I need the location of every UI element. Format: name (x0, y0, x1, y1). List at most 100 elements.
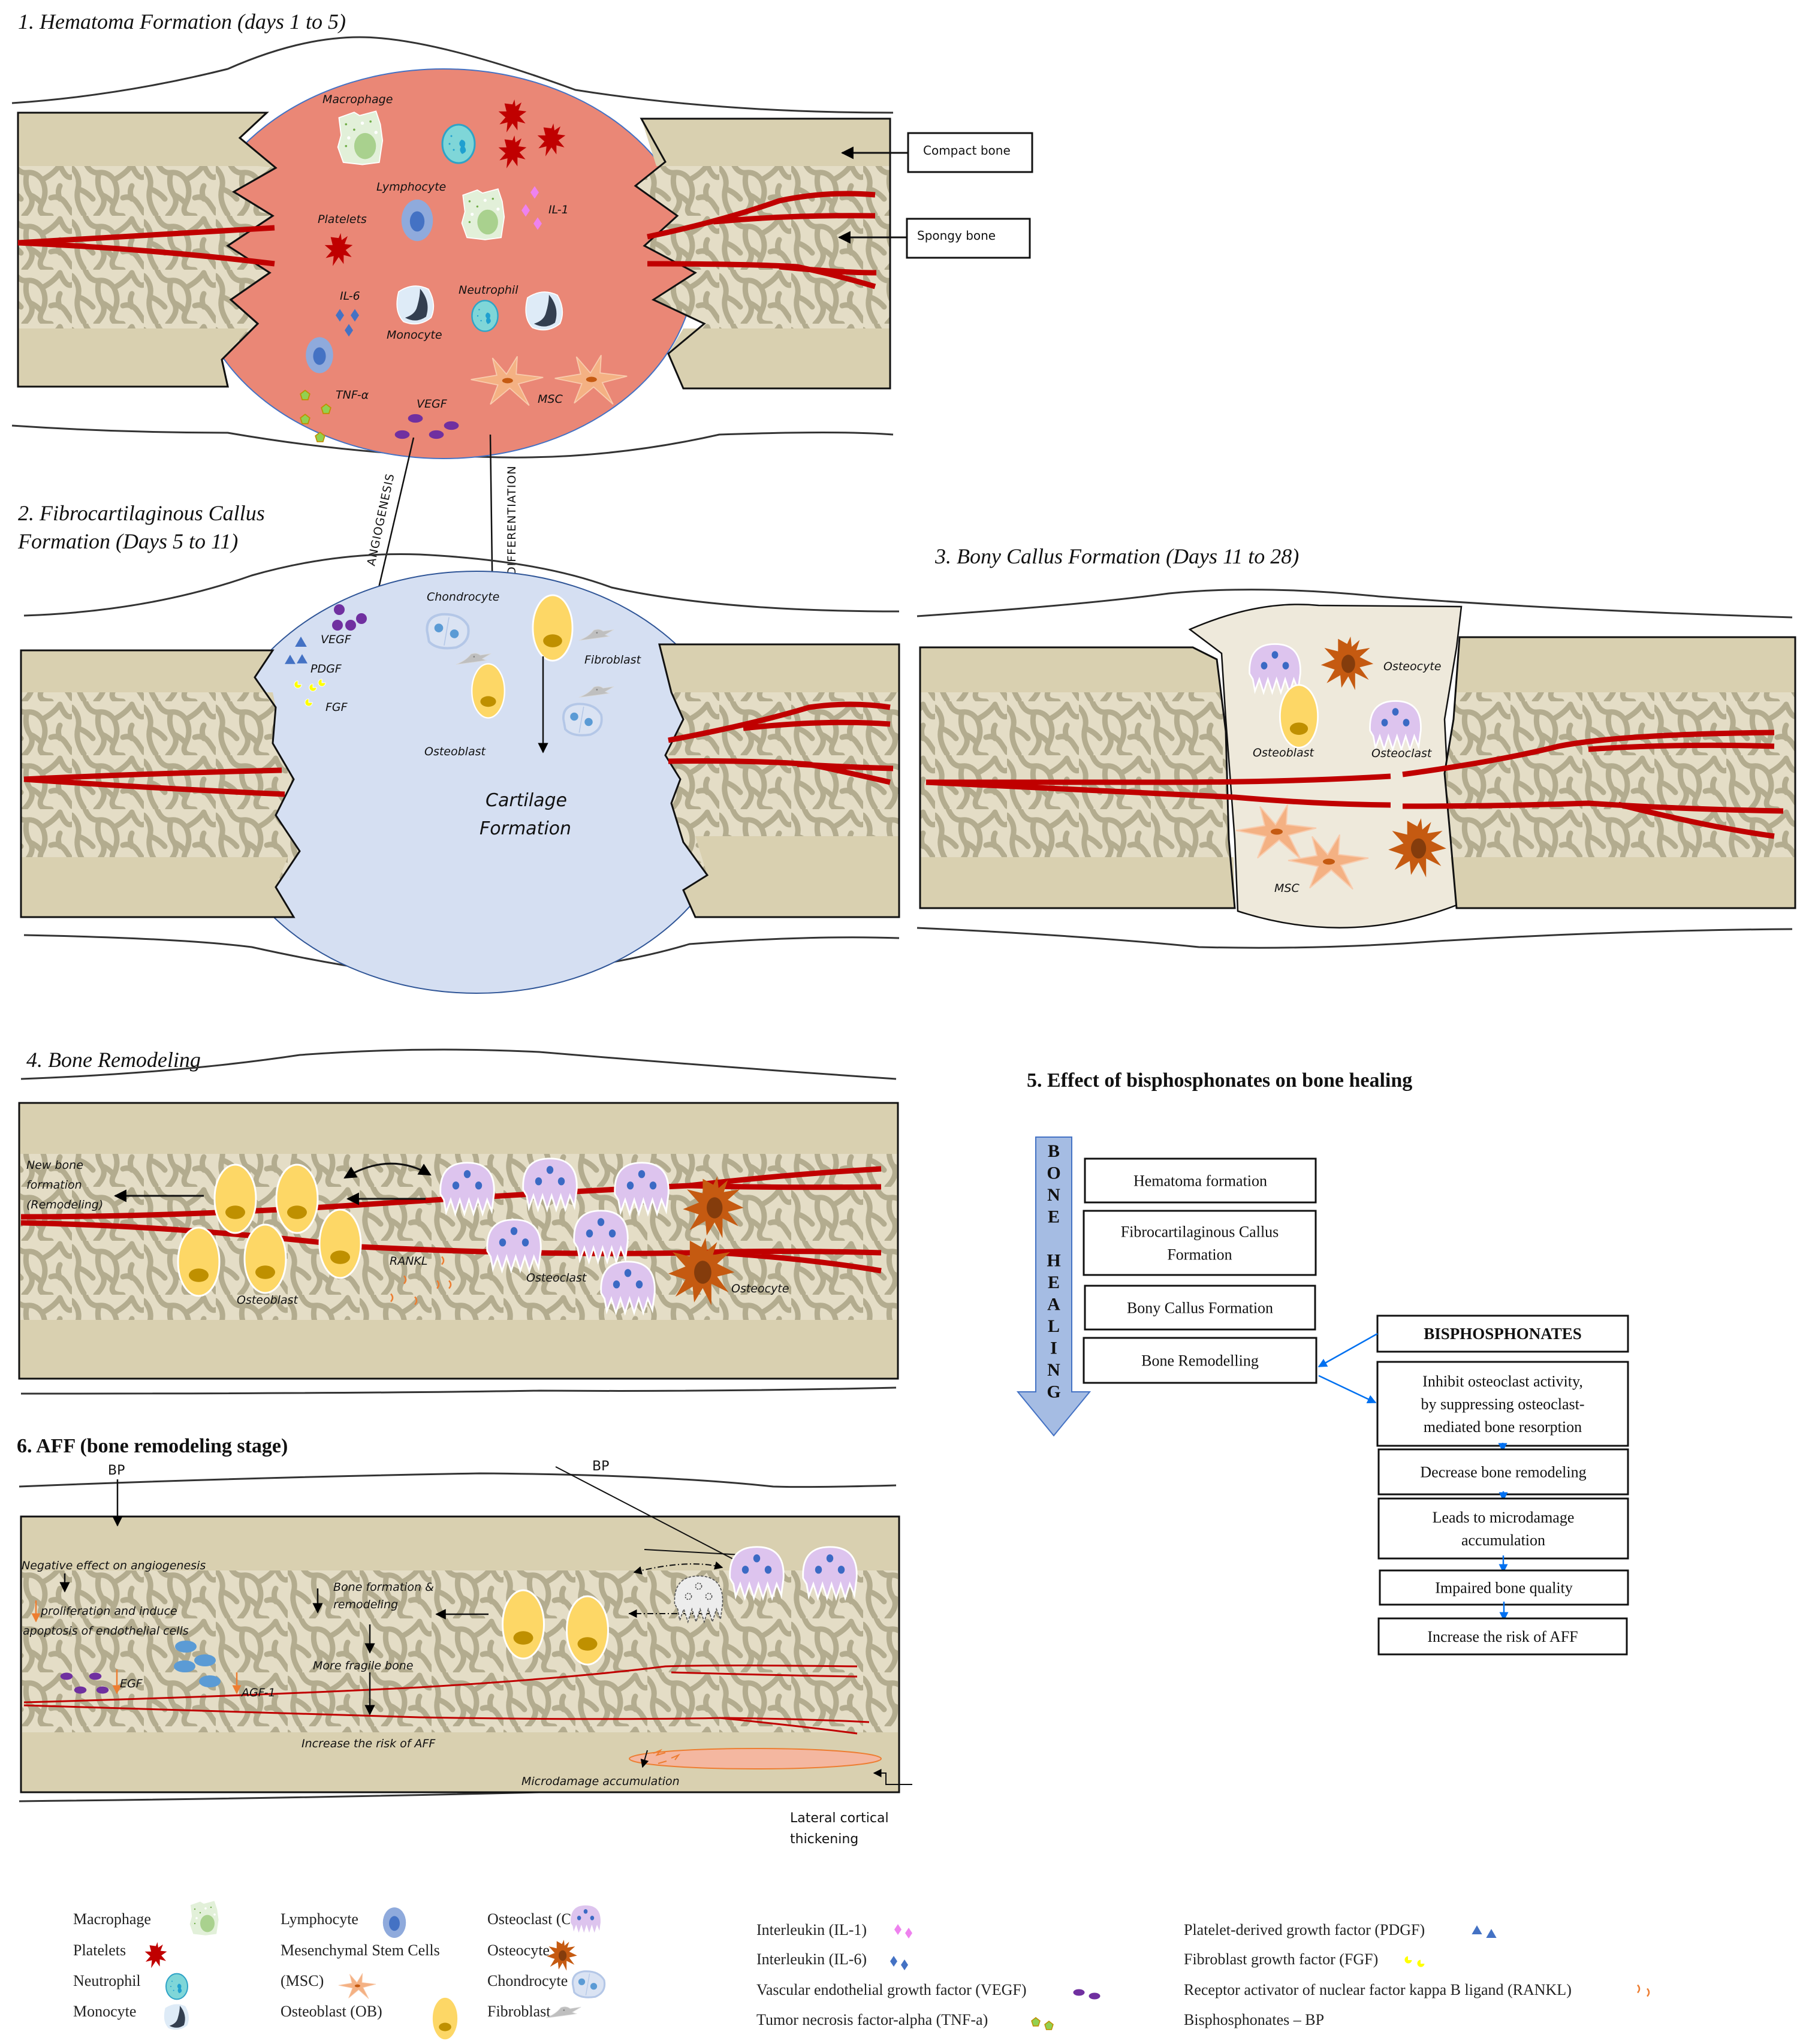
label-bone-formation-2: remodeling (333, 1598, 398, 1611)
spongy-bone (22, 1570, 898, 1732)
osteocyte-icon (547, 1940, 577, 1971)
blood-vessel (647, 191, 877, 290)
il1-icon (894, 1924, 902, 1935)
legend-factors: Interleukin (IL-1)Interleukin (IL-6)Vasc… (756, 1921, 1650, 2030)
blood-vessel (925, 729, 1784, 839)
legend-item: Platelets (73, 1942, 167, 1968)
soft-tissue-outline-bottom (916, 927, 1793, 949)
healing-stage-label: Bony Callus Formation (1127, 1300, 1273, 1317)
bone-healing-letter: G (1047, 1382, 1060, 1402)
legend-item: Lymphocyte (281, 1907, 406, 1938)
soft-tissue-outline-top (916, 589, 1793, 619)
soft-tissue-outline-top (19, 1472, 897, 1488)
vegf-icon (429, 430, 444, 439)
bisphosphonate-effect-boxes: Inhibit osteoclast activity,by suppressi… (1376, 1361, 1629, 1656)
legend-label: Fibroblast growth factor (FGF) (1184, 1950, 1378, 1968)
vegf-icon (96, 1686, 109, 1694)
legend-label: Lymphocyte (281, 1910, 358, 1928)
right-bone (1445, 637, 1795, 908)
legend-label: Platelets (73, 1942, 126, 1959)
label-osteoblast: Osteoblast (237, 1294, 299, 1307)
healing-stage-label: Formation (1167, 1246, 1232, 1264)
left-bone-fragment (21, 650, 300, 917)
legend-item: Monocyte (73, 2003, 190, 2031)
vegf-icon (356, 613, 367, 624)
label-msc: MSC (1274, 882, 1300, 895)
legend-item: Fibroblast growth factor (FGF) (1184, 1950, 1425, 1968)
callout-compact-bone: Compact bone (840, 132, 1033, 173)
label-egf: EGF (120, 1677, 143, 1690)
label-monocyte: Monocyte (387, 328, 442, 342)
label-bone-formation-1: Bone formation & (333, 1581, 434, 1594)
vegf-icon (408, 414, 423, 423)
bone-healing-letter: O (1047, 1163, 1060, 1183)
label-cartilage-line1: Cartilage (486, 790, 567, 811)
rankl-icon (1646, 1988, 1650, 1997)
bp-right-label: BP (592, 1459, 609, 1474)
legend-item: Platelet-derived growth factor (PDGF) (1184, 1921, 1497, 1939)
legend-item: Macrophage (73, 1900, 219, 1937)
macrophage-icon (337, 110, 384, 165)
lymphocyte-icon (401, 199, 433, 242)
vegf-icon (444, 421, 459, 430)
callout-spongy-bone: Spongy bone (837, 218, 1031, 259)
callout-spongy-label: Spongy bone (917, 228, 996, 243)
panel1-title: 1. Hematoma Formation (days 1 to 5) (18, 10, 346, 34)
lateral-thickening-arrow (873, 1769, 912, 1785)
bp-effect-label: Inhibit osteoclast activity, (1422, 1373, 1583, 1390)
label-lateral-1: Lateral cortical (790, 1811, 889, 1826)
legend-label: Interleukin (IL-6) (756, 1950, 867, 1968)
legend-item: (MSC) (281, 1972, 376, 1999)
vegf-icon (89, 1672, 102, 1680)
il1-icon (905, 1928, 912, 1939)
label-new-bone-1: New bone (26, 1159, 83, 1172)
label-new-bone-3: (Remodeling) (26, 1198, 103, 1211)
osteoblast-icon (1279, 683, 1319, 749)
chondrocyte-icon (562, 703, 603, 737)
bone-healing-arrow (1016, 1136, 1092, 1437)
fgf-icon (1416, 1959, 1425, 1968)
bp-effect-label: Leads to microdamage (1433, 1509, 1575, 1526)
label-osteoblast: Osteoblast (1253, 746, 1314, 759)
microdamage-zone (629, 1748, 882, 1769)
panel6-title: 6. AFF (bone remodeling stage) (17, 1435, 288, 1457)
neutrophil-icon (471, 300, 499, 332)
osteoblast-icon (243, 1223, 287, 1294)
legend-item: Osteoclast (OC) (487, 1904, 602, 1935)
agf-icon (175, 1641, 197, 1653)
tnf-icon (1044, 2021, 1054, 2030)
il6-icon (890, 1956, 897, 1967)
callout-compact-label: Compact bone (923, 143, 1011, 158)
neutrophil-icon (441, 123, 476, 164)
bone-healing-letter: E (1048, 1273, 1060, 1292)
legend-item: Osteocyte (487, 1940, 577, 1971)
legend-label: Osteoblast (OB) (281, 2003, 382, 2020)
panel2-title-line2: Formation (Days 5 to 11) (17, 529, 238, 553)
osteoblast-icon (531, 593, 574, 662)
label-cartilage-line2: Formation (480, 818, 571, 839)
vegf-icon (74, 1686, 87, 1694)
legend-label: Tumor necrosis factor-alpha (TNF-a) (756, 2011, 988, 2028)
label-lymphocyte: Lymphocyte (376, 180, 446, 194)
soft-tissue-outline-top (11, 36, 894, 114)
chondrocyte-icon (571, 1970, 606, 1998)
left-bone (920, 647, 1235, 908)
label-osteocyte: Osteocyte (731, 1282, 789, 1295)
monocyte-icon (396, 285, 435, 325)
legend-label: Macrophage (73, 1910, 151, 1928)
macrophage-icon (461, 188, 505, 240)
bp-inhibition-line (555, 1466, 750, 1568)
osteoblast-icon (318, 1208, 362, 1279)
chondrocyte-icon (427, 614, 468, 649)
healing-stage-label: Hematoma formation (1133, 1172, 1267, 1190)
vegf-icon (332, 620, 343, 631)
panel2-title-line1: 2. Fibrocartilaginous Callus (18, 501, 265, 525)
label-il1: IL-1 (548, 203, 569, 216)
legend-label: Fibroblast (487, 2003, 551, 2020)
healing-stage-box: Bone Remodelling (1083, 1337, 1317, 1384)
fibroblast-icon (545, 2006, 581, 2018)
legend-item: Bisphosphonates – BP (1184, 2011, 1324, 2028)
vegf-icon (394, 430, 410, 439)
pdgf-icon (1472, 1925, 1482, 1934)
